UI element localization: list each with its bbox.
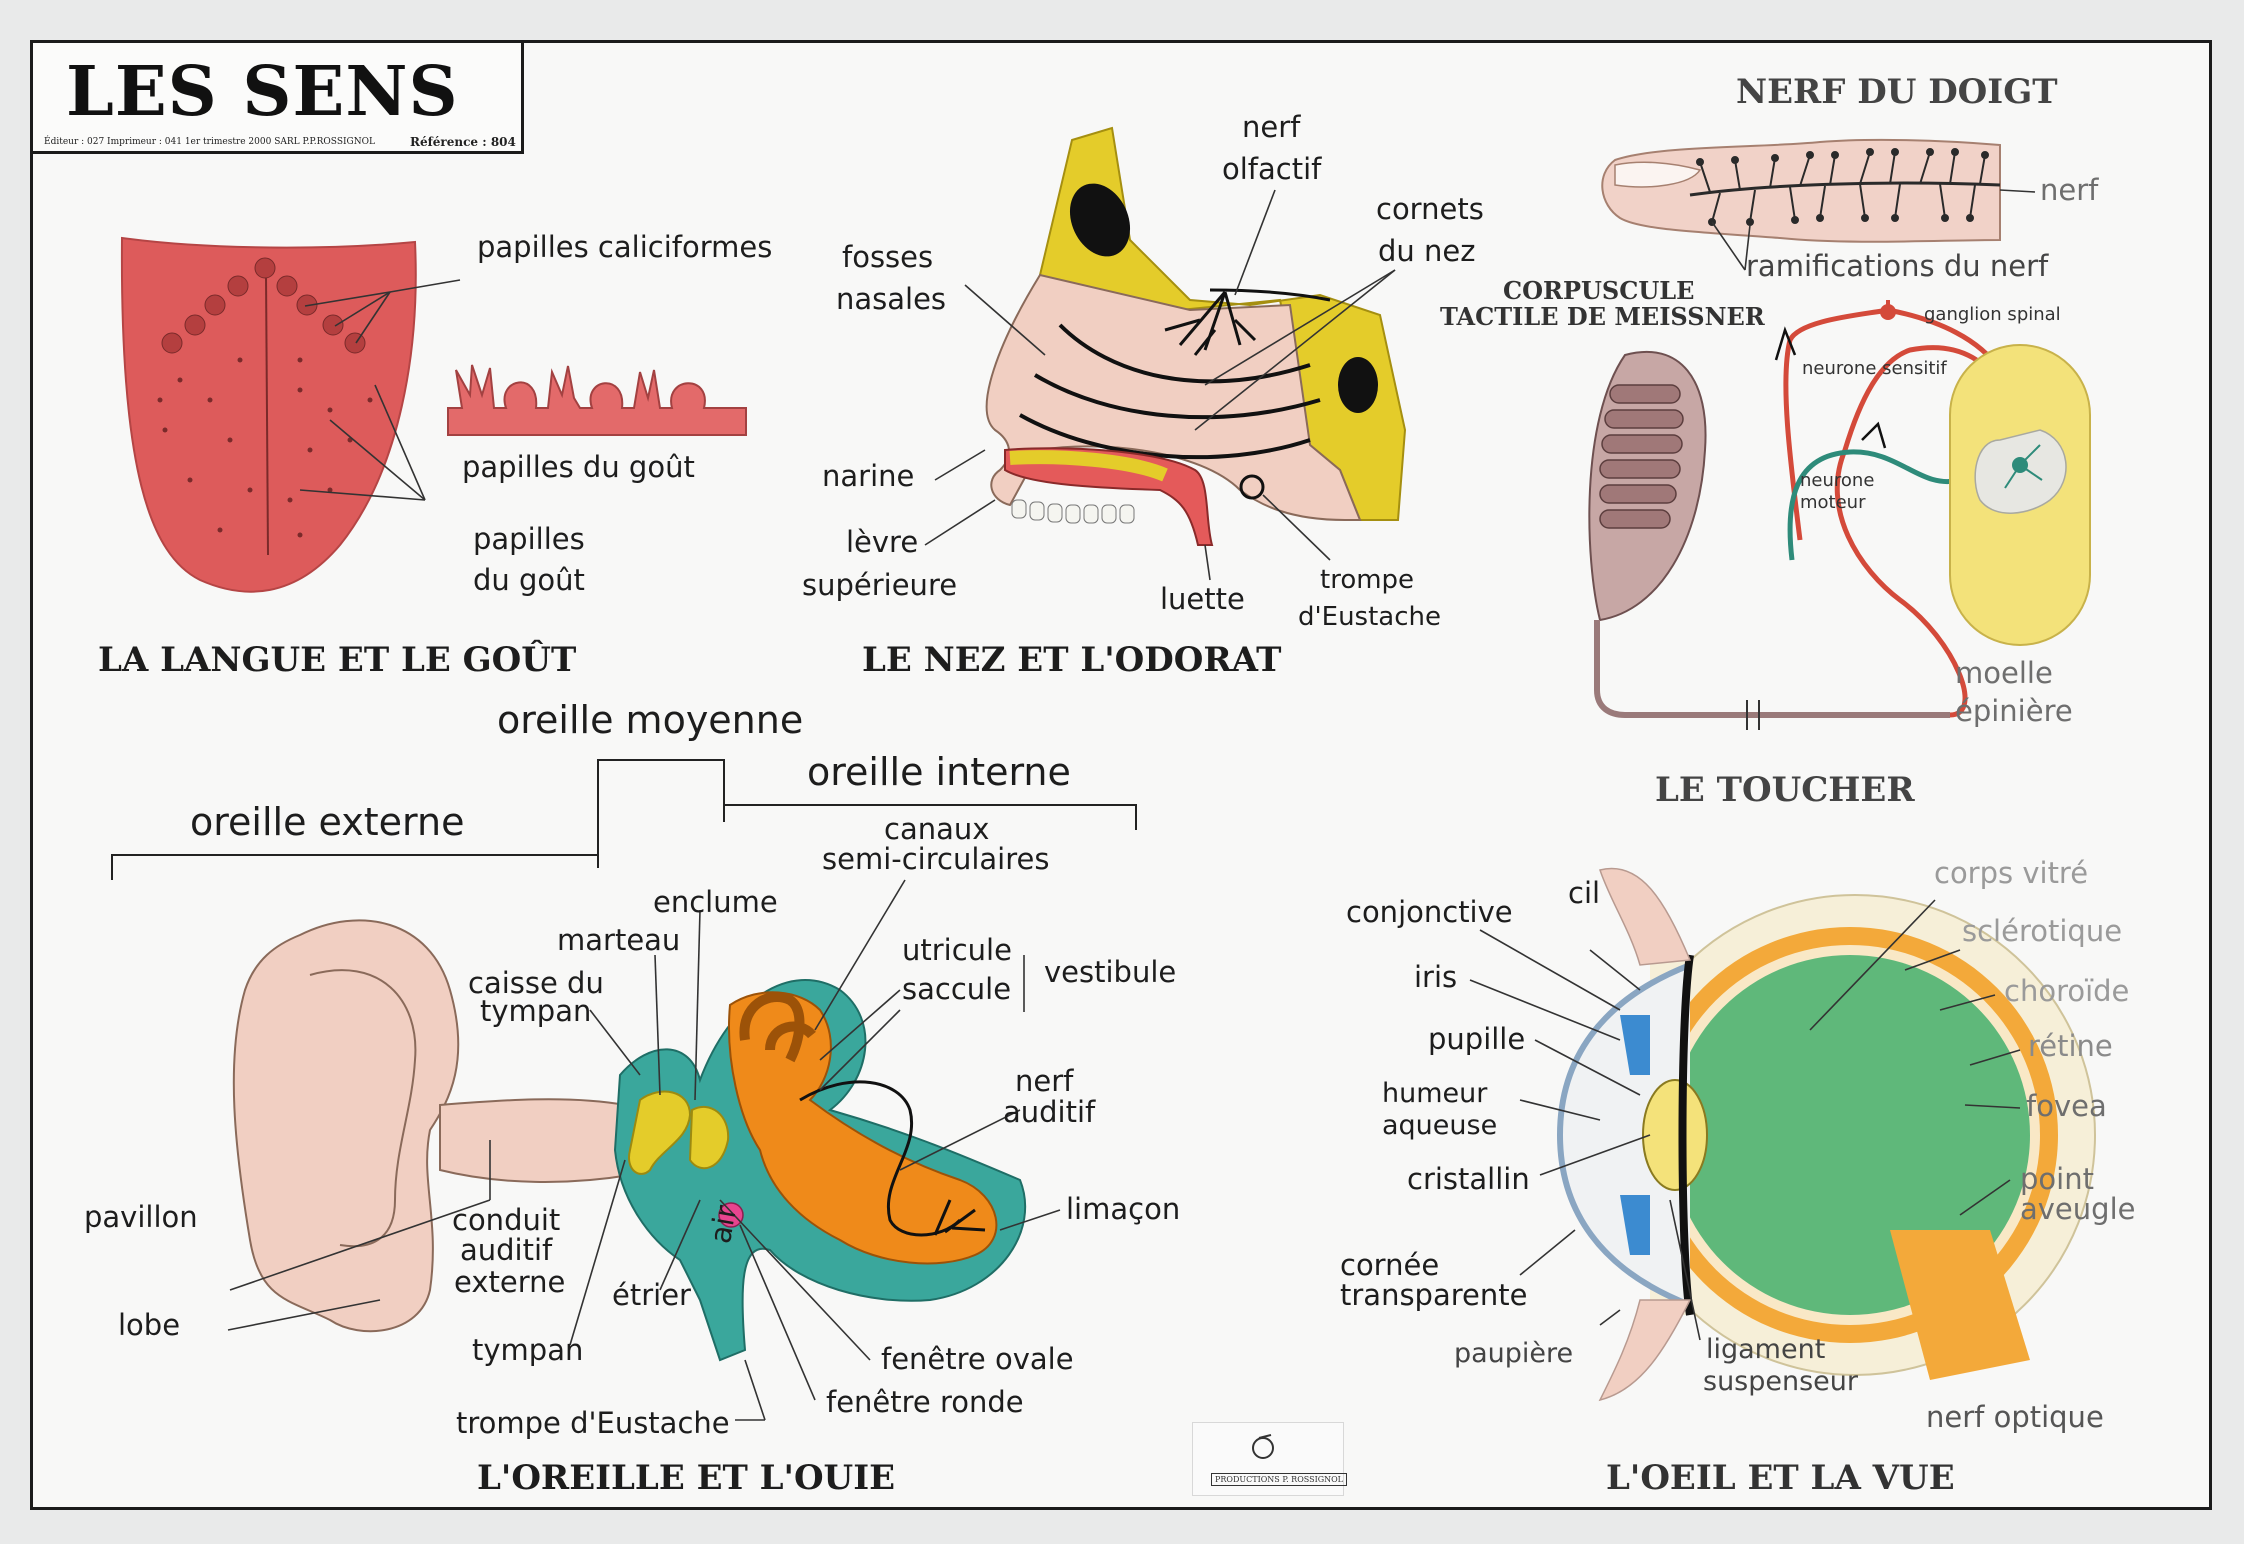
section-title-finger-nerve: NERF DU DOIGT — [1736, 72, 2058, 112]
label-ganglion-spinal: ganglion spinal — [1924, 304, 2061, 325]
finger-nerve-illustration — [1601, 138, 2036, 271]
label-etrier: étrier — [612, 1278, 691, 1312]
label-ligament: ligament — [1706, 1334, 1826, 1365]
label-fosses: fosses — [842, 240, 934, 274]
label-deustache: d'Eustache — [1298, 602, 1441, 632]
label-air: air — [703, 1202, 744, 1246]
touch-pathway-illustration — [1588, 300, 2091, 730]
label-finger-nerf: nerf — [2040, 173, 2099, 207]
section-title-eye: L'OEIL ET LA VUE — [1606, 1458, 1955, 1498]
label-lobe: lobe — [118, 1308, 181, 1342]
label-olfactif: olfactif — [1222, 152, 1322, 186]
label-paupiere: paupière — [1454, 1338, 1574, 1369]
label-transparente: transparente — [1340, 1278, 1528, 1312]
label-retine: rétine — [2028, 1029, 2113, 1063]
label-papilles-caliciformes: papilles caliciformes — [477, 230, 773, 264]
label-papilles-du-gout-strip: papilles du goût — [462, 450, 695, 484]
label-cornee: cornée — [1340, 1248, 1440, 1282]
label-neurone: neurone — [1800, 470, 1875, 491]
editor-line: Éditeur : 027 Imprimeur : 041 1er trimes… — [44, 137, 375, 147]
label-nasales: nasales — [836, 282, 947, 316]
label-vestibule: vestibule — [1044, 955, 1177, 989]
label-limacon: limaçon — [1066, 1192, 1181, 1226]
label-papilles-line1: papilles — [473, 522, 585, 556]
label-fovea: fovea — [2026, 1089, 2107, 1123]
ear-illustration — [111, 759, 1137, 1421]
label-fenetre-ovale: fenêtre ovale — [881, 1342, 1074, 1376]
label-enclume: enclume — [653, 885, 778, 919]
label-oreille-externe: oreille externe — [190, 800, 465, 844]
poster-title: LES SENS — [66, 52, 459, 132]
label-cristallin: cristallin — [1407, 1162, 1530, 1196]
label-point: point — [2020, 1162, 2094, 1196]
taste-papillae-strip — [447, 364, 747, 436]
label-moelle: moelle — [1955, 656, 2053, 690]
label-conjonctive: conjonctive — [1346, 895, 1513, 929]
tongue-illustration — [120, 236, 461, 593]
label-conduit: conduit — [452, 1203, 561, 1237]
label-fenetre-ronde: fenêtre ronde — [826, 1385, 1024, 1419]
label-papilles-line2: du goût — [473, 563, 585, 597]
publisher-logo: PRODUCTIONS P. ROSSIGNOL — [1192, 1422, 1347, 1496]
section-title-ear: L'OREILLE ET L'OUIE — [477, 1458, 896, 1498]
label-canaux: canaux — [884, 812, 990, 846]
label-corpuscule: CORPUSCULE — [1503, 276, 1695, 305]
nose-illustration — [924, 126, 1407, 581]
label-oreille-interne: oreille interne — [807, 750, 1071, 794]
publisher-logo-text: PRODUCTIONS P. ROSSIGNOL — [1211, 1473, 1347, 1486]
label-moteur: moteur — [1800, 492, 1866, 513]
label-du-nez: du nez — [1378, 234, 1476, 268]
label-cil: cil — [1568, 876, 1601, 910]
label-humeur: humeur — [1382, 1078, 1488, 1109]
label-nerf: nerf — [1242, 110, 1301, 144]
label-ear-nerf: nerf — [1015, 1064, 1074, 1098]
label-tactile-meissner: TACTILE DE MEISSNER — [1440, 302, 1765, 331]
label-iris: iris — [1414, 960, 1458, 994]
label-tympan-cavity: tympan — [480, 994, 592, 1028]
eye-illustration — [1469, 867, 2096, 1402]
reference-number: Référence : 804 — [410, 135, 516, 149]
label-oreille-moyenne: oreille moyenne — [497, 698, 804, 742]
label-auditif-canal: auditif — [460, 1233, 553, 1267]
label-pupille: pupille — [1428, 1022, 1526, 1056]
label-marteau: marteau — [557, 923, 681, 957]
label-neurone-sensitif: neurone sensitif — [1802, 358, 1947, 379]
label-levre: lèvre — [846, 525, 919, 559]
label-cornets: cornets — [1376, 192, 1484, 226]
section-title-nose: LE NEZ ET L'ODORAT — [862, 640, 1282, 680]
label-ramifications: ramifications du nerf — [1746, 249, 2049, 283]
label-epiniere: épinière — [1955, 694, 2073, 728]
label-auditif: auditif — [1003, 1095, 1096, 1129]
section-title-tongue: LA LANGUE ET LE GOÛT — [98, 640, 577, 680]
label-sclerotique: sclérotique — [1962, 914, 2123, 948]
label-narine: narine — [822, 459, 915, 493]
label-semi-circulaires: semi-circulaires — [822, 842, 1050, 876]
label-tympan: tympan — [472, 1333, 584, 1367]
publisher-logo-mark — [1252, 1434, 1274, 1459]
label-trompe: trompe — [1320, 565, 1415, 595]
section-title-touch: LE TOUCHER — [1655, 770, 1915, 810]
label-caisse-du: caisse du — [468, 966, 604, 1000]
label-nerf-optique: nerf optique — [1926, 1400, 2104, 1434]
label-luette: luette — [1160, 582, 1245, 616]
label-utricule: utricule — [902, 933, 1012, 967]
label-saccule: saccule — [902, 972, 1012, 1006]
label-corps-vitre: corps vitré — [1934, 856, 2089, 890]
label-aveugle: aveugle — [2020, 1192, 2136, 1226]
label-trompe-deustache: trompe d'Eustache — [456, 1406, 730, 1440]
label-aqueuse: aqueuse — [1382, 1110, 1498, 1141]
label-choroide: choroïde — [2004, 974, 2130, 1008]
label-externe: externe — [454, 1265, 566, 1299]
label-suspenseur: suspenseur — [1703, 1366, 1858, 1397]
label-superieure: supérieure — [802, 568, 958, 602]
title-box — [30, 40, 524, 154]
label-pavillon: pavillon — [84, 1200, 198, 1234]
